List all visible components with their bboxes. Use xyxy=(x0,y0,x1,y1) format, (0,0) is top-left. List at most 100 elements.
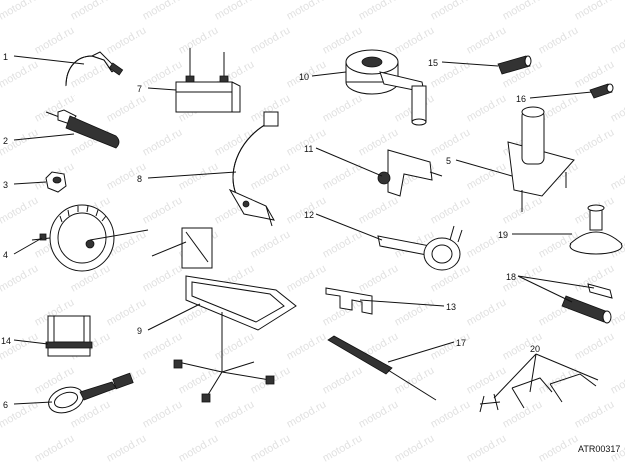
watermark-text: motod.ru xyxy=(357,398,401,430)
watermark-text: motod.ru xyxy=(465,24,509,56)
watermark-text: motod.ru xyxy=(465,432,509,464)
watermark-text: motod.ru xyxy=(465,296,509,328)
watermark-text: motod.ru xyxy=(465,92,509,124)
watermark-text: motod.ru xyxy=(321,432,365,464)
callout-8: 8 xyxy=(137,174,142,184)
watermark-text: motod.ru xyxy=(465,160,509,192)
callout-5: 5 xyxy=(446,156,451,166)
watermark-text: motod.ru xyxy=(141,194,185,226)
diagram-code: ATR00317 xyxy=(578,444,620,454)
tool-1-crank-handle xyxy=(65,51,124,97)
tool-12-ring-tool xyxy=(377,225,463,271)
watermark-text: motod.ru xyxy=(393,364,437,396)
callout-14: 14 xyxy=(1,336,11,346)
callout-12: 12 xyxy=(304,210,314,220)
callout-4: 4 xyxy=(3,250,8,260)
watermark-text: motod.ru xyxy=(33,24,77,56)
watermark-text: motod.ru xyxy=(249,160,293,192)
watermark-text: motod.ru xyxy=(213,0,257,23)
watermark-text: motod.ru xyxy=(429,194,473,226)
watermark-text: motod.ru xyxy=(69,0,113,23)
tool-7-pin-plate xyxy=(175,48,241,113)
tool-8-curved-bracket xyxy=(228,111,279,227)
watermark-text: motod.ru xyxy=(393,296,437,328)
watermark-text: motod.ru xyxy=(141,398,185,430)
watermark-text: motod.ru xyxy=(213,398,257,430)
watermark-text: motod.ru xyxy=(249,432,293,464)
watermark-text: motod.ru xyxy=(609,364,625,396)
watermark-text: motod.ru xyxy=(609,160,625,192)
tool-15-pin xyxy=(497,55,532,75)
watermark-text: motod.ru xyxy=(105,432,149,464)
watermark-text: motod.ru xyxy=(429,398,473,430)
watermark-text: motod.ru xyxy=(429,126,473,158)
callout-labels: 1 2 3 4 5 6 7 8 9 10 11 12 13 14 15 16 1… xyxy=(1,52,620,454)
watermark-text: motod.ru xyxy=(501,0,545,23)
watermark-text: motod.ru xyxy=(177,432,221,464)
watermark-text: motod.ru xyxy=(141,126,185,158)
tool-16-pin xyxy=(589,83,614,99)
watermark-text: motod.ru xyxy=(177,160,221,192)
watermark-text: motod.ru xyxy=(537,24,581,56)
tool-2-pin-handle xyxy=(45,109,120,149)
watermark-text: motod.ru xyxy=(285,398,329,430)
watermark-text: motod.ru xyxy=(177,24,221,56)
watermark-text: motod.ru xyxy=(573,330,617,362)
watermark-text: motod.ru xyxy=(249,24,293,56)
watermark-text: motod.ru xyxy=(321,364,365,396)
watermark-text: motod.ru xyxy=(141,330,185,362)
watermark-text: motod.ru xyxy=(609,92,625,124)
callout-6: 6 xyxy=(3,400,8,410)
leader-lines xyxy=(13,55,599,405)
watermark-text: motod.ru xyxy=(285,330,329,362)
watermark-text: motod.ru xyxy=(0,58,40,90)
tool-9-engine-stand xyxy=(151,227,297,403)
callout-19: 19 xyxy=(498,230,508,240)
watermark-text: motod.ru xyxy=(357,194,401,226)
watermark-text: motod.ru xyxy=(573,0,617,23)
watermark-text: motod.ru xyxy=(213,126,257,158)
tool-17-rod xyxy=(327,335,437,401)
watermark-text: motod.ru xyxy=(33,432,77,464)
callout-16: 16 xyxy=(516,94,526,104)
watermark-text: motod.ru xyxy=(105,24,149,56)
tool-5-plate-cylinder xyxy=(507,106,575,212)
watermark-text: motod.ru xyxy=(285,0,329,23)
watermark-text: motod.ru xyxy=(105,296,149,328)
watermark-text: motod.ru xyxy=(0,262,40,294)
callout-3: 3 xyxy=(3,180,8,190)
watermark-text: motod.ru xyxy=(285,262,329,294)
tool-14-frame xyxy=(45,315,93,357)
tool-4-degree-wheel xyxy=(31,204,149,272)
watermark-text: motod.ru xyxy=(393,432,437,464)
watermark-text: motod.ru xyxy=(0,194,40,226)
watermark-text: motod.ru xyxy=(609,24,625,56)
watermark-text: motod.ru xyxy=(0,0,40,23)
callout-2: 2 xyxy=(3,136,8,146)
callout-11: 11 xyxy=(304,144,313,154)
tool-3-nut xyxy=(45,171,67,193)
callout-17: 17 xyxy=(456,338,466,348)
watermark-text: motod.ru xyxy=(357,262,401,294)
watermark-text: motod.ru xyxy=(537,432,581,464)
callout-7: 7 xyxy=(137,84,142,94)
watermark-text: motod.ru xyxy=(573,126,617,158)
watermark-text: motod.ru xyxy=(429,0,473,23)
watermark-text: motod.ru xyxy=(357,0,401,23)
watermark-text: motod.ru xyxy=(321,92,365,124)
watermark-text: motod.ru xyxy=(573,398,617,430)
watermark-text: motod.ru xyxy=(321,228,365,260)
watermark-text: motod.ru xyxy=(249,228,293,260)
watermark-text: motod.ru xyxy=(141,262,185,294)
watermark-text: motod.ru xyxy=(609,296,625,328)
watermark-text: motod.ru xyxy=(105,92,149,124)
callout-15: 15 xyxy=(428,58,438,68)
watermark-text: motod.ru xyxy=(141,0,185,23)
watermark-text: motod.ru xyxy=(177,364,221,396)
callout-20: 20 xyxy=(530,344,540,354)
tool-13-flat-key xyxy=(325,287,373,315)
tool-11-bracket xyxy=(377,149,443,197)
watermark-text: motod.ru xyxy=(393,24,437,56)
